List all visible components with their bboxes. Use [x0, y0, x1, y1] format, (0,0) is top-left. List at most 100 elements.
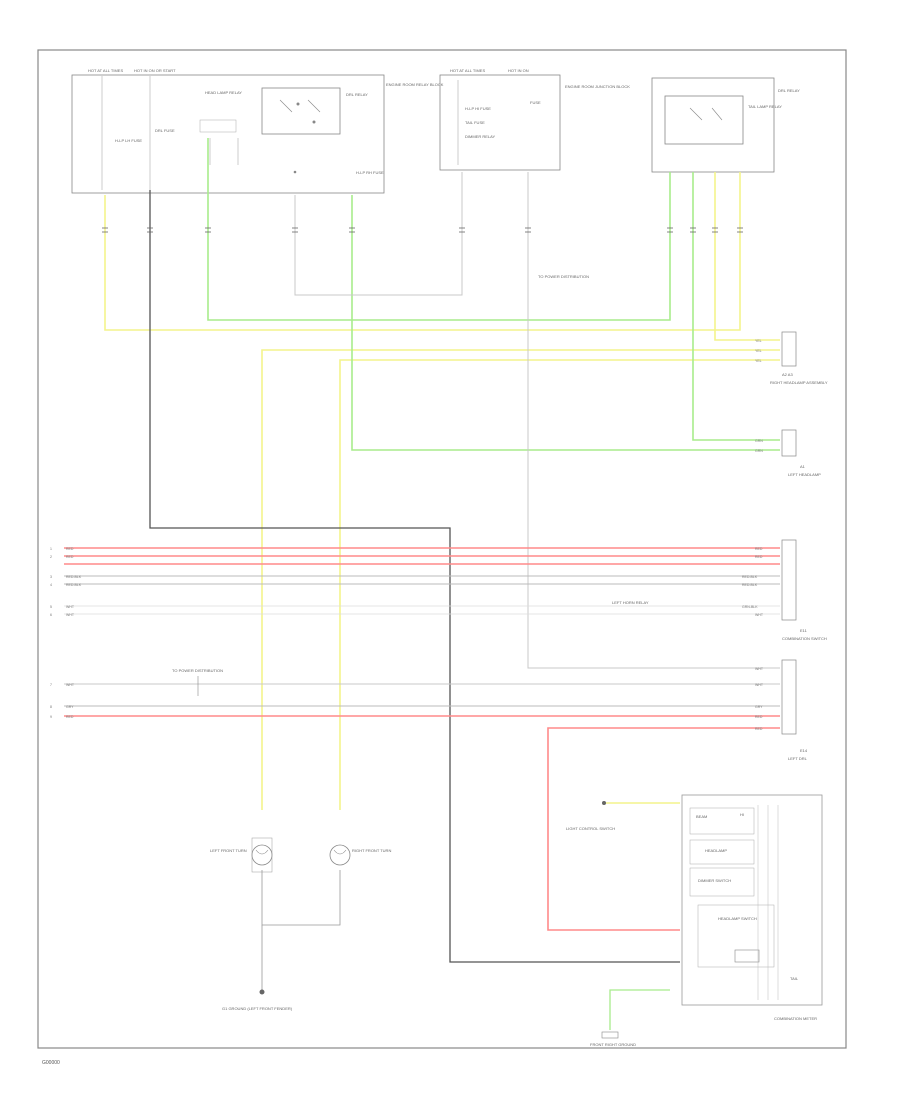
sw-side: TAIL [790, 976, 799, 981]
tag-redblk-1: RED-BLK [742, 575, 758, 579]
connector-c4-code: E14 [800, 748, 808, 753]
ground-symbol-2: FRONT RIGHT GROUND [590, 1031, 636, 1047]
light-hint-dot [602, 801, 606, 805]
wire-yellow-2 [714, 172, 780, 341]
pin-9: 9 [50, 715, 52, 719]
tag-wht-1: WHT [755, 613, 764, 617]
ccm-fuse2: DRL FUSE [155, 128, 175, 133]
ground2-label: FRONT RIGHT GROUND [590, 1042, 636, 1047]
connector-c3-label: COMBINATION SWITCH [782, 636, 827, 641]
pin-1: 1 [50, 547, 52, 551]
tag-left-gry: GRY [66, 705, 74, 709]
tag-red-2: RED [755, 555, 763, 559]
sw-l1: BEAM [696, 814, 707, 819]
light-hint: LIGHT CONTROL SWITCH [566, 826, 615, 831]
wire-green-1 [207, 138, 671, 321]
sw-l4: HEADLAMP SWITCH [718, 916, 757, 921]
top-right-relay: TAIL LAMP RELAY DRL RELAY [651, 77, 800, 173]
connector-c2: A1 LEFT HEADLAMP [781, 429, 821, 477]
ccm-relay2: DRL RELAY [346, 92, 368, 97]
tag-grn-2: GRN [755, 449, 763, 453]
connector-c1-label: RIGHT HEADLAMP ASSEMBLY [770, 380, 828, 385]
top-left-component: HOT AT ALL TIMES HOT IN ON OR START H-LP… [71, 68, 444, 194]
fb-note: ENGINE ROOM JUNCTION BLOCK [565, 84, 630, 89]
tag-grn-1: GRN [755, 439, 763, 443]
tag-redblk-2: RED-BLK [742, 583, 758, 587]
connector-c3: E11 COMBINATION SWITCH [781, 539, 827, 641]
sw-l2: HEADLAMP [705, 848, 727, 853]
left-pin-numbers: 1 2 3 4 5 6 7 8 9 [50, 547, 52, 719]
switch-panel-label: COMBINATION METER [774, 1016, 817, 1021]
footer-code: G00000 [42, 1060, 60, 1066]
wire-yellow-top [104, 172, 741, 331]
tag-wht-3: WHT [755, 683, 764, 687]
wire-green-3 [692, 172, 780, 441]
wire-gray-2 [527, 172, 780, 669]
relay-tag: LEFT HORN RELAY [612, 600, 649, 605]
tag-left-red-3: RED [66, 715, 74, 719]
fb-l4: FUSE [530, 100, 541, 105]
connector-c2-code: A1 [800, 464, 806, 469]
tag-left-wht-1: WHT [66, 605, 75, 609]
ccm-hdr2: HOT IN ON OR START [134, 68, 176, 73]
pin-8: 8 [50, 705, 52, 709]
fb-l3: DIMMER RELAY [465, 134, 495, 139]
pin-4: 4 [50, 583, 52, 587]
wire-tags-right: YEL YEL YEL GRN GRN RED RED RED-BLK RED-… [742, 339, 764, 731]
left-front-lamp: LEFT FRONT TURN [210, 837, 273, 873]
connector-c4-label: LEFT DRL [788, 756, 808, 761]
wire-yellow-3 [261, 349, 780, 810]
pin-7: 7 [50, 683, 52, 687]
right-front-lamp: RIGHT FRONT TURN [329, 844, 391, 866]
top-wire-connectors [102, 227, 743, 233]
tag-red-3: RED [755, 715, 763, 719]
wire-yellow-4 [339, 359, 780, 810]
connector-c1-code: A2 A3 [782, 372, 793, 377]
ccm-fuse1: H-LP LH FUSE [115, 138, 142, 143]
connector-c2-label: LEFT HEADLAMP [788, 472, 821, 477]
fb-l1: H-LP HI FUSE [465, 106, 491, 111]
tag-grnblk-1: GRN-BLK [742, 605, 758, 609]
pin-2: 2 [50, 555, 52, 559]
sw-l3: DIMMER SWITCH [698, 878, 731, 883]
right-front-lamp-label: RIGHT FRONT TURN [352, 848, 391, 853]
relay-right-note: DRL RELAY [778, 88, 800, 93]
ground-symbol-1: G1 GROUND (LEFT FRONT FENDER) [222, 989, 293, 1011]
ccm-hdr1: HOT AT ALL TIMES [88, 68, 123, 73]
sw-small: HI [740, 812, 744, 817]
tag-yel-2: YEL [755, 349, 762, 353]
fb-l2: TAIL FUSE [465, 120, 485, 125]
relay-right-label: TAIL LAMP RELAY [748, 104, 782, 109]
tag-wht-2: WHT [755, 667, 764, 671]
fb-hdr1: HOT AT ALL TIMES [450, 68, 485, 73]
diagram-frame [37, 49, 847, 1049]
pin-3: 3 [50, 575, 52, 579]
ground-ref2: TO POWER DISTRIBUTION [172, 668, 223, 673]
wire-gray-loop [294, 172, 463, 296]
wire-green-2 [351, 195, 780, 451]
wire-lamp-ground [261, 870, 341, 926]
connector-c3-code: E11 [800, 628, 808, 633]
ccm-sub: H-LP RH FUSE [356, 170, 384, 175]
tag-red-1: RED [755, 547, 763, 551]
combination-switch-panel: BEAM HEADLAMP DIMMER SWITCH HEADLAMP SWI… [681, 794, 823, 1021]
connector-c1: A2 A3 RIGHT HEADLAMP ASSEMBLY [770, 331, 828, 385]
connector-c4: E14 LEFT DRL [781, 659, 808, 761]
tag-left-redblk-1: RED-BLK [66, 575, 82, 579]
ccm-note: ENGINE ROOM RELAY BLOCK [386, 82, 444, 87]
tag-yel-3: YEL [755, 359, 762, 363]
ground-ref1: TO POWER DISTRIBUTION [538, 274, 589, 279]
tag-left-red-2: RED [66, 555, 74, 559]
tag-left-wht-3: WHT [66, 683, 75, 687]
ground-label: G1 GROUND (LEFT FRONT FENDER) [222, 1006, 293, 1011]
tag-gry-1: GRY [755, 705, 763, 709]
tag-red-4: RED [755, 727, 763, 731]
wire-tags-left: RED RED RED-BLK RED-BLK WHT WHT WHT GRY … [66, 547, 82, 719]
wire-red-5 [547, 727, 780, 931]
left-front-lamp-label: LEFT FRONT TURN [210, 848, 247, 853]
pin-6: 6 [50, 613, 52, 617]
fb-hdr2: HOT IN ON [508, 68, 529, 73]
pin-5: 5 [50, 605, 52, 609]
top-middle-component: HOT AT ALL TIMES HOT IN ON ENGINE ROOM J… [439, 68, 630, 171]
